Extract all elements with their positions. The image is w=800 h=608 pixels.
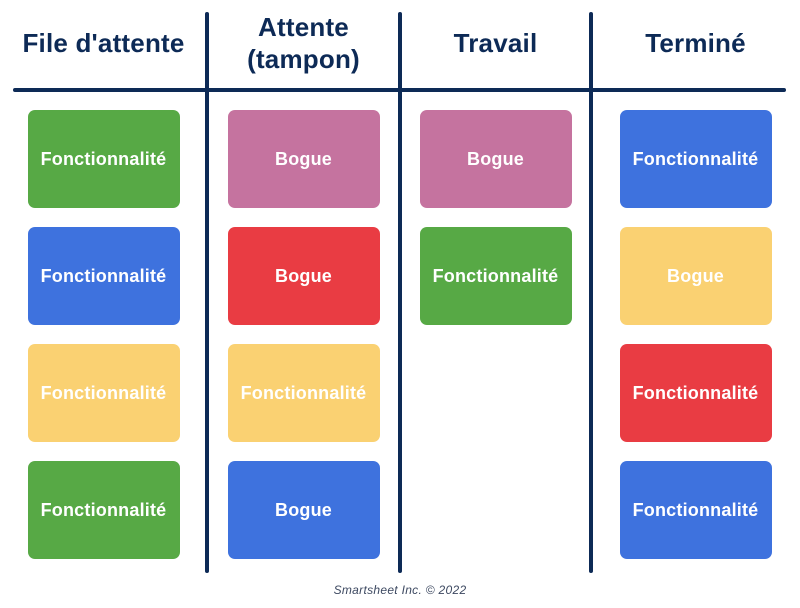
kanban-card: Fonctionnalité [619,344,772,442]
kanban-card: Bogue [619,227,772,325]
column-separator [589,12,593,573]
kanban-card: Fonctionnalité [227,344,380,442]
kanban-card: Fonctionnalité [419,227,572,325]
kanban-card: Fonctionnalité [619,110,772,208]
kanban-card: Fonctionnalité [27,344,180,442]
kanban-card: Bogue [419,110,572,208]
column-separator [205,12,209,573]
kanban-card: Fonctionnalité [27,227,180,325]
column-separator [398,12,402,573]
kanban-card: Fonctionnalité [27,110,180,208]
column-title: File d'attente [22,28,185,59]
kanban-card: Bogue [227,227,380,325]
kanban-card: Bogue [227,110,380,208]
copyright-credit: Smartsheet Inc. © 2022 [333,583,467,597]
column-title: Attente (tampon) [247,12,360,74]
column-title: Terminé [645,28,746,59]
kanban-card: Bogue [227,461,380,559]
column-title: Travail [453,28,538,59]
kanban-card: Fonctionnalité [619,461,772,559]
kanban-card: Fonctionnalité [27,461,180,559]
